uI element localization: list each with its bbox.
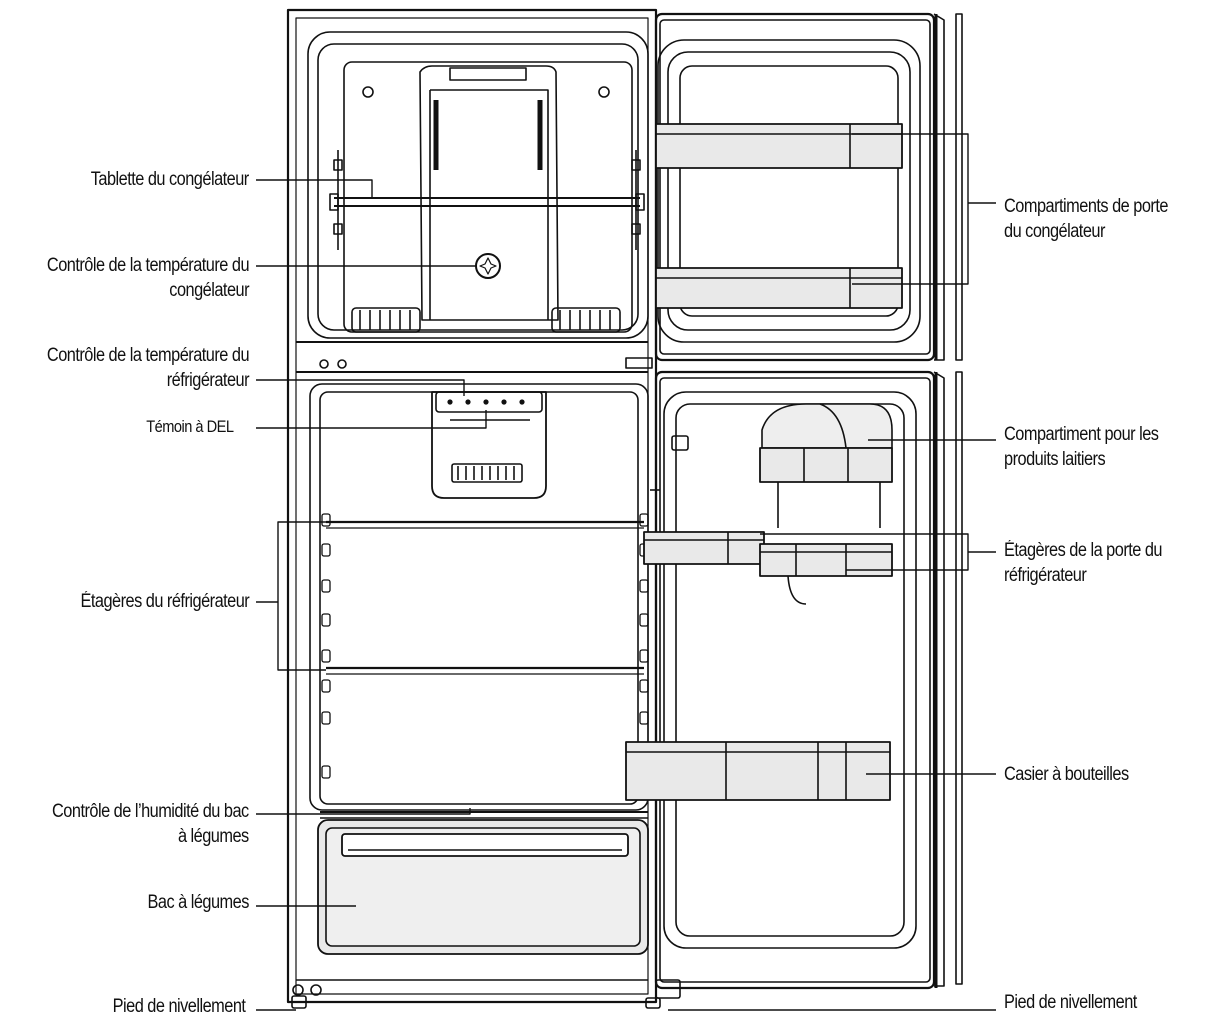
leader-led (256, 410, 487, 429)
freezer-compartment (307, 31, 649, 339)
crisper-drawer (317, 819, 649, 955)
label-freezer-shelf: Tablette du congélateur (90, 169, 250, 190)
bracket-fridge-shelves (277, 521, 326, 671)
bottle-rack (625, 741, 891, 801)
leader-crisper-humidity (256, 808, 471, 815)
freezer-door (654, 12, 963, 362)
label-dairy-compartment: Compartiment pour les produits laitiers (1004, 424, 1159, 470)
label-leveling-leg-left: Pied de nivellement (112, 996, 245, 1017)
fridge-door (625, 370, 963, 999)
fridge-shelf-lower (326, 666, 644, 675)
fridge-compartment (291, 383, 661, 1009)
fridge-shelf-upper (326, 520, 644, 529)
control-housing (431, 391, 547, 499)
bracket-freezer-bins (852, 133, 969, 285)
fridge-door-shelf (643, 531, 893, 605)
label-fridge-temp-control: Contrôle de la température du réfrigérat… (46, 345, 250, 391)
freezer-door-bin-upper (655, 123, 903, 169)
dairy-compartment (759, 403, 893, 528)
label-freezer-temp-control: Contrôle de la température du congélateu… (46, 255, 250, 301)
label-fridge-shelves: Étagères du réfrigérateur (80, 591, 249, 612)
label-fridge-door-shelves: Étagères de la porte du réfrigérateur (1004, 540, 1163, 586)
leader-lines (256, 133, 996, 1011)
label-crisper-drawer: Bac à légumes (147, 892, 250, 913)
freezer-door-bin-lower (655, 267, 903, 309)
crisper-cover (320, 811, 648, 819)
label-led-indicator: Témoin à DEL (145, 417, 234, 436)
label-leveling-leg-right: Pied de nivellement (1004, 992, 1137, 1013)
freezer-shelf (329, 193, 645, 211)
freezer-temp-knob (475, 253, 501, 279)
leader-fridge-temp (256, 379, 465, 396)
label-freezer-door-bins: Compartiments de porte du congélateur (1004, 196, 1168, 242)
leader-freezer-shelf (256, 179, 373, 198)
label-bottle-rack: Casier à bouteilles (1004, 764, 1129, 785)
label-crisper-humidity-control: Contrôle de l’humidité du bac à légumes (52, 801, 249, 847)
